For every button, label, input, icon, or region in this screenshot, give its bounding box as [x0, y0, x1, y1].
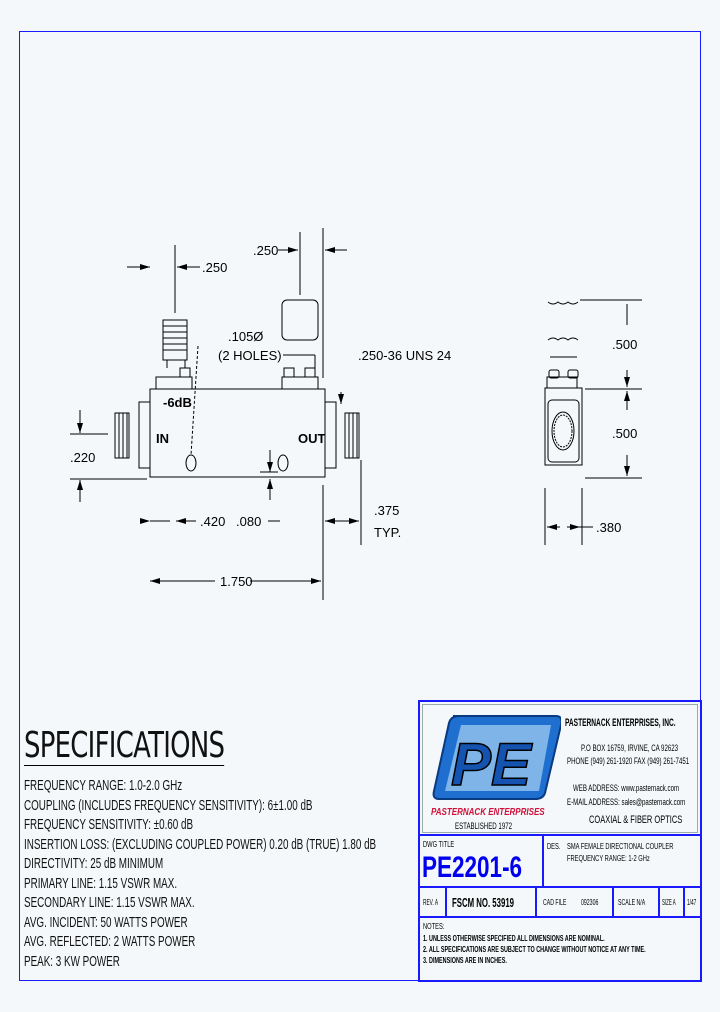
note: 3. DIMENSIONS ARE IN INCHES.	[423, 956, 507, 965]
dim-top-right: .250	[253, 243, 278, 258]
dwg-title-row: DWG TITLE PE2201-6 DES. SMA FEMALE DIREC…	[420, 834, 700, 888]
mechanical-drawing: .250 .250 .105Ø (2 HOLES) .250-36 UNS 24…	[70, 228, 642, 600]
dim-hole-count: (2 HOLES)	[218, 348, 282, 363]
size: SIZE A	[662, 898, 676, 907]
thread-end-view	[281, 299, 319, 341]
company-name: PASTERNACK ENTERPRISES, INC.	[565, 717, 676, 729]
side-view	[544, 299, 642, 545]
note: 1. UNLESS OTHERWISE SPECIFIED ALL DIMENS…	[423, 934, 605, 943]
cad-file: 092306	[581, 898, 599, 907]
spec-line: AVG. INCIDENT: 50 WATTS POWER	[24, 914, 188, 931]
dim-420: .420	[200, 514, 225, 529]
dim-side-500: .500	[612, 426, 637, 441]
dim-375: .375	[374, 503, 399, 518]
hole-leader	[190, 345, 199, 456]
rev-row: REV. A FSCM NO. 53919 CAD FILE 092306 SC…	[420, 886, 700, 918]
coupling-label: -6dB	[163, 395, 192, 410]
mount-hole-right	[277, 454, 289, 472]
spec-line: COUPLING (INCLUDES FREQUENCY SENSITIVITY…	[24, 797, 313, 814]
part-number: PE2201-6	[422, 851, 523, 884]
dim-typ: TYP.	[374, 525, 401, 540]
company-address: P.O BOX 16759, IRVINE, CA 92623	[581, 743, 679, 753]
dim-side-500-top: .500	[612, 337, 637, 352]
in-port-connector	[114, 401, 151, 469]
spec-line: PEAK: 3 KW POWER	[24, 953, 120, 970]
dimension-lines	[70, 228, 362, 600]
scale: SCALE N/A	[618, 898, 646, 907]
in-label: IN	[156, 431, 169, 446]
spec-line: FREQUENCY SENSITIVITY: ±0.60 dB	[24, 817, 194, 833]
logo-letters: PE	[451, 731, 533, 798]
fscm-number: FSCM NO. 53919	[452, 895, 514, 910]
notes-label: NOTES:	[423, 922, 445, 931]
logo-brand: PASTERNACK ENTERPRISES	[431, 807, 545, 818]
spec-line: DIRECTIVITY: 25 dB MINIMUM	[24, 856, 164, 872]
coupled-port-connector	[155, 319, 193, 390]
out-port-connector	[324, 401, 360, 469]
specifications-title: SPECIFICATIONS	[24, 725, 225, 766]
spec-line: PRIMARY LINE: 1.15 VSWR MAX.	[24, 875, 178, 892]
spec-line: AVG. REFLECTED: 2 WATTS POWER	[24, 934, 196, 950]
dim-top-connector: .250	[202, 260, 227, 275]
notes-section: NOTES: 1. UNLESS OTHERWISE SPECIFIED ALL…	[420, 916, 700, 984]
dim-length: 1.750	[220, 574, 253, 589]
spec-line: INSERTION LOSS: (EXCLUDING COUPLED POWER…	[24, 836, 377, 853]
spec-line: SECONDARY LINE: 1.15 VSWR MAX.	[24, 895, 195, 911]
cad-file-label: CAD FILE	[543, 898, 567, 907]
specifications-list: FREQUENCY RANGE: 1.0-2.0 GHz COUPLING (I…	[24, 777, 404, 972]
spec-line: FREQUENCY RANGE: 1.0-2.0 GHz	[24, 778, 183, 794]
company-web: WEB ADDRESS: www.pasternack.com	[573, 783, 680, 793]
dim-hole-dia: .105Ø	[228, 329, 263, 344]
frequency-range: FREQUENCY RANGE: 1-2 GHz	[567, 854, 650, 863]
established: ESTABLISHED 1972	[455, 821, 513, 831]
dim-220: .220	[70, 450, 95, 465]
dim-080: .080	[236, 514, 261, 529]
dim-thread: .250-36 UNS 24	[358, 348, 451, 363]
drawing-frame	[19, 31, 701, 981]
company-box: PE PASTERNACK ENTERPRISES ESTABLISHED 19…	[422, 704, 698, 833]
dim-side-380: .380	[596, 520, 621, 535]
mount-hole-left	[185, 454, 197, 472]
out-label: OUT	[298, 431, 326, 446]
pe-logo: PE	[432, 715, 561, 800]
company-tagline: COAXIAL & FIBER OPTICS	[589, 814, 683, 826]
dwg-title-label: DWG TITLE	[423, 840, 455, 849]
note: 2. ALL SPECIFICATIONS ARE SUBJECT TO CHA…	[423, 945, 646, 954]
description: SMA FEMALE DIRECTIONAL COUPLER	[567, 842, 674, 851]
company-email: E-MAIL ADDRESS: sales@pasternack.com	[567, 797, 686, 807]
title-block: PE PASTERNACK ENTERPRISES ESTABLISHED 19…	[418, 700, 702, 982]
rev: REV. A	[423, 898, 439, 907]
top-mount-block	[281, 367, 319, 390]
des-label: DES.	[547, 842, 561, 851]
company-phone: PHONE (949) 261-1920 FAX (949) 261-7451	[567, 756, 690, 766]
sheet: 1/47	[687, 898, 697, 907]
